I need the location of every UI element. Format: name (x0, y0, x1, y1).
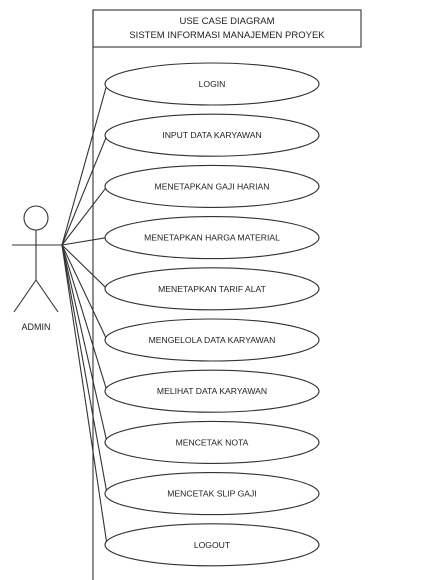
actor-label: ADMIN (22, 322, 51, 332)
use-case-logout-ellipse (104, 523, 320, 567)
association-use-case-logout (61, 244, 108, 545)
use-case-login-label: LOGIN (199, 79, 226, 89)
use-case-mencetak-nota-label: MENCETAK NOTA (176, 437, 249, 447)
use-case-input-data-karyawan: INPUT DATA KARYAWAN (104, 113, 320, 157)
use-case-menetapkan-harga-material: MENETAPKAN HARGA MATERIAL (104, 216, 320, 260)
associations (61, 83, 108, 545)
diagram-title-line2: SISTEM INFORMASI MANAJEMEN PROYEK (129, 30, 325, 41)
use-case-mengelola-data-karyawan-ellipse (104, 318, 320, 362)
association-use-case-melihat-data-karyawan (61, 244, 108, 392)
diagram-title-line1: USE CASE DIAGRAM (179, 16, 274, 27)
actor-left-leg (13, 279, 37, 313)
actor-admin: ADMIN (12, 205, 62, 332)
use-case-login-ellipse (104, 62, 320, 106)
association-use-case-mencetak-nota (61, 244, 108, 443)
use-case-mencetak-slip-gaji: MENCETAK SLIP GAJI (104, 472, 320, 516)
use-case-input-data-karyawan-ellipse (104, 113, 320, 157)
association-use-case-mencetak-slip-gaji (61, 244, 108, 494)
use-case-melihat-data-karyawan: MELIHAT DATA KARYAWAN (104, 369, 320, 413)
use-case-menetapkan-tarif-alat: MENETAPKAN TARIF ALAT (104, 267, 320, 311)
use-case-mengelola-data-karyawan-label: MENGELOLA DATA KARYAWAN (149, 335, 276, 345)
use-case-logout: LOGOUT (104, 523, 320, 567)
actor-head (23, 205, 49, 231)
use-case-menetapkan-tarif-alat-ellipse (104, 267, 320, 311)
association-use-case-mengelola-data-karyawan (61, 244, 108, 341)
use-case-input-data-karyawan-label: INPUT DATA KARYAWAN (162, 130, 261, 140)
use-cases: LOGIN INPUT DATA KARYAWAN MENETAPKAN GAJI … (104, 62, 320, 567)
use-case-menetapkan-gaji-harian-ellipse (104, 164, 320, 208)
use-case-melihat-data-karyawan-ellipse (104, 369, 320, 413)
association-use-case-login (61, 83, 108, 246)
use-case-mencetak-slip-gaji-label: MENCETAK SLIP GAJI (167, 489, 256, 499)
use-case-logout-label: LOGOUT (194, 540, 231, 550)
use-case-menetapkan-gaji-harian: MENETAPKAN GAJI HARIAN (104, 164, 320, 208)
actor-right-leg (35, 279, 59, 313)
use-case-menetapkan-tarif-alat-label: MENETAPKAN TARIF ALAT (158, 284, 267, 294)
association-use-case-menetapkan-harga-material (61, 237, 108, 246)
use-case-mencetak-slip-gaji-ellipse (104, 472, 320, 516)
use-case-mengelola-data-karyawan: MENGELOLA DATA KARYAWAN (104, 318, 320, 362)
use-case-menetapkan-harga-material-ellipse (104, 216, 320, 260)
association-use-case-input-data-karyawan (61, 134, 108, 246)
association-use-case-menetapkan-tarif-alat (61, 244, 108, 290)
use-case-menetapkan-harga-material-label: MENETAPKAN HARGA MATERIAL (144, 233, 280, 243)
diagram-title-box (92, 9, 362, 48)
use-case-login: LOGIN (104, 62, 320, 106)
use-case-melihat-data-karyawan-label: MELIHAT DATA KARYAWAN (157, 386, 267, 396)
use-case-mencetak-nota-ellipse (104, 420, 320, 464)
use-case-mencetak-nota: MENCETAK NOTA (104, 420, 320, 464)
association-use-case-menetapkan-gaji-harian (61, 186, 108, 246)
use-case-menetapkan-gaji-harian-label: MENETAPKAN GAJI HARIAN (155, 181, 270, 191)
